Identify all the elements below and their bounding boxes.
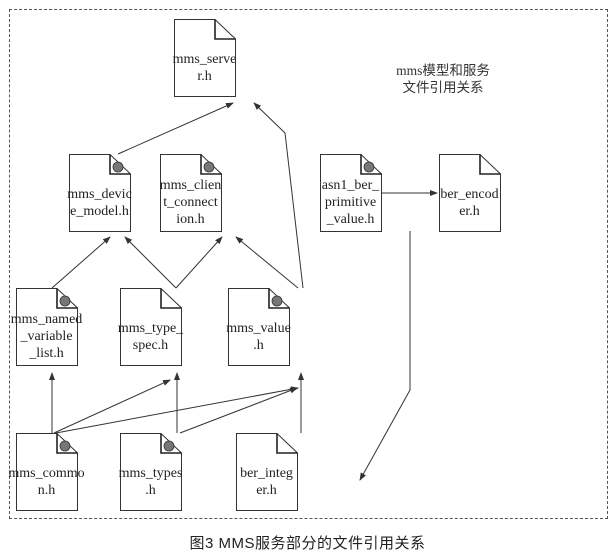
badge-icon <box>112 161 124 173</box>
diagram-note: mms模型和服务 文件引用关系 <box>378 62 508 96</box>
file-label: asn1_ber_ primitive _value.h <box>321 178 380 227</box>
file-node-mms-device-model: mms_devic e_model.h <box>67 154 132 232</box>
badge-icon <box>163 440 175 452</box>
file-icon <box>120 433 182 511</box>
file-icon <box>236 433 298 511</box>
file-node-mms-named-variable-list: mms_named _variable _list.h <box>10 288 83 366</box>
file-node-mms-server: mms_serve r.h <box>172 19 237 97</box>
file-node-mms-client-connection: mms_clien t_connect ion.h <box>159 154 222 232</box>
file-label: ber_encod er.h <box>440 186 499 219</box>
file-node-mms-common: mms_commo n.h <box>8 433 85 511</box>
file-label: mms_named _variable _list.h <box>10 312 83 361</box>
badge-icon <box>203 161 215 173</box>
note-line: 文件引用关系 <box>402 80 484 95</box>
edge-asn1-ber-primitive-value-to-ber-integer <box>359 231 411 481</box>
badge-icon <box>363 161 375 173</box>
file-icon <box>320 154 382 232</box>
note-line: mms模型和服务 <box>396 63 490 78</box>
file-label: mms_types .h <box>118 465 183 498</box>
file-label: mms_devic e_model.h <box>67 186 132 219</box>
badge-icon <box>59 440 71 452</box>
diagram-frame <box>9 9 608 519</box>
edge-mms-types-to-mms-value <box>179 387 298 434</box>
edge-mms-value-to-mms-server <box>253 102 304 289</box>
file-icon <box>160 154 222 232</box>
edge-mms-common-to-mms-type-spec <box>53 379 171 434</box>
file-node-ber-integer: ber_integ er.h <box>236 433 298 511</box>
file-icon <box>69 154 131 232</box>
file-label: mms_type_ spec.h <box>117 320 184 353</box>
file-icon <box>174 19 236 97</box>
file-icon <box>439 154 501 232</box>
file-node-mms-value: mms_value .h <box>226 288 291 366</box>
badge-icon <box>271 295 283 307</box>
figure-caption: 图3 MMS服务部分的文件引用关系 <box>189 535 426 552</box>
edge-mms-value-to-mms-client-connection <box>235 236 299 289</box>
file-label: mms_commo n.h <box>8 465 85 498</box>
file-node-mms-types: mms_types .h <box>118 433 183 511</box>
file-icon <box>120 288 182 366</box>
file-icon <box>16 288 78 366</box>
file-label: ber_integ er.h <box>240 465 293 498</box>
edge-mms-named-variable-list-to-mms-device-model <box>51 236 111 289</box>
file-icon <box>228 288 290 366</box>
edge-mms-device-model-to-mms-server <box>117 102 234 155</box>
file-node-ber-encoder: ber_encod er.h <box>439 154 501 232</box>
file-label: mms_serve r.h <box>172 51 237 84</box>
badge-icon <box>59 295 71 307</box>
file-node-asn1-ber-primitive-value: asn1_ber_ primitive _value.h <box>320 154 382 232</box>
file-label: mms_clien t_connect ion.h <box>159 178 222 227</box>
edge-mms-type-spec-to-mms-client-connection <box>175 236 223 289</box>
file-icon <box>16 433 78 511</box>
edge-mms-type-spec-to-mms-device-model <box>124 236 177 289</box>
file-label: mms_value .h <box>226 320 291 353</box>
file-node-mms-type-spec: mms_type_ spec.h <box>117 288 184 366</box>
